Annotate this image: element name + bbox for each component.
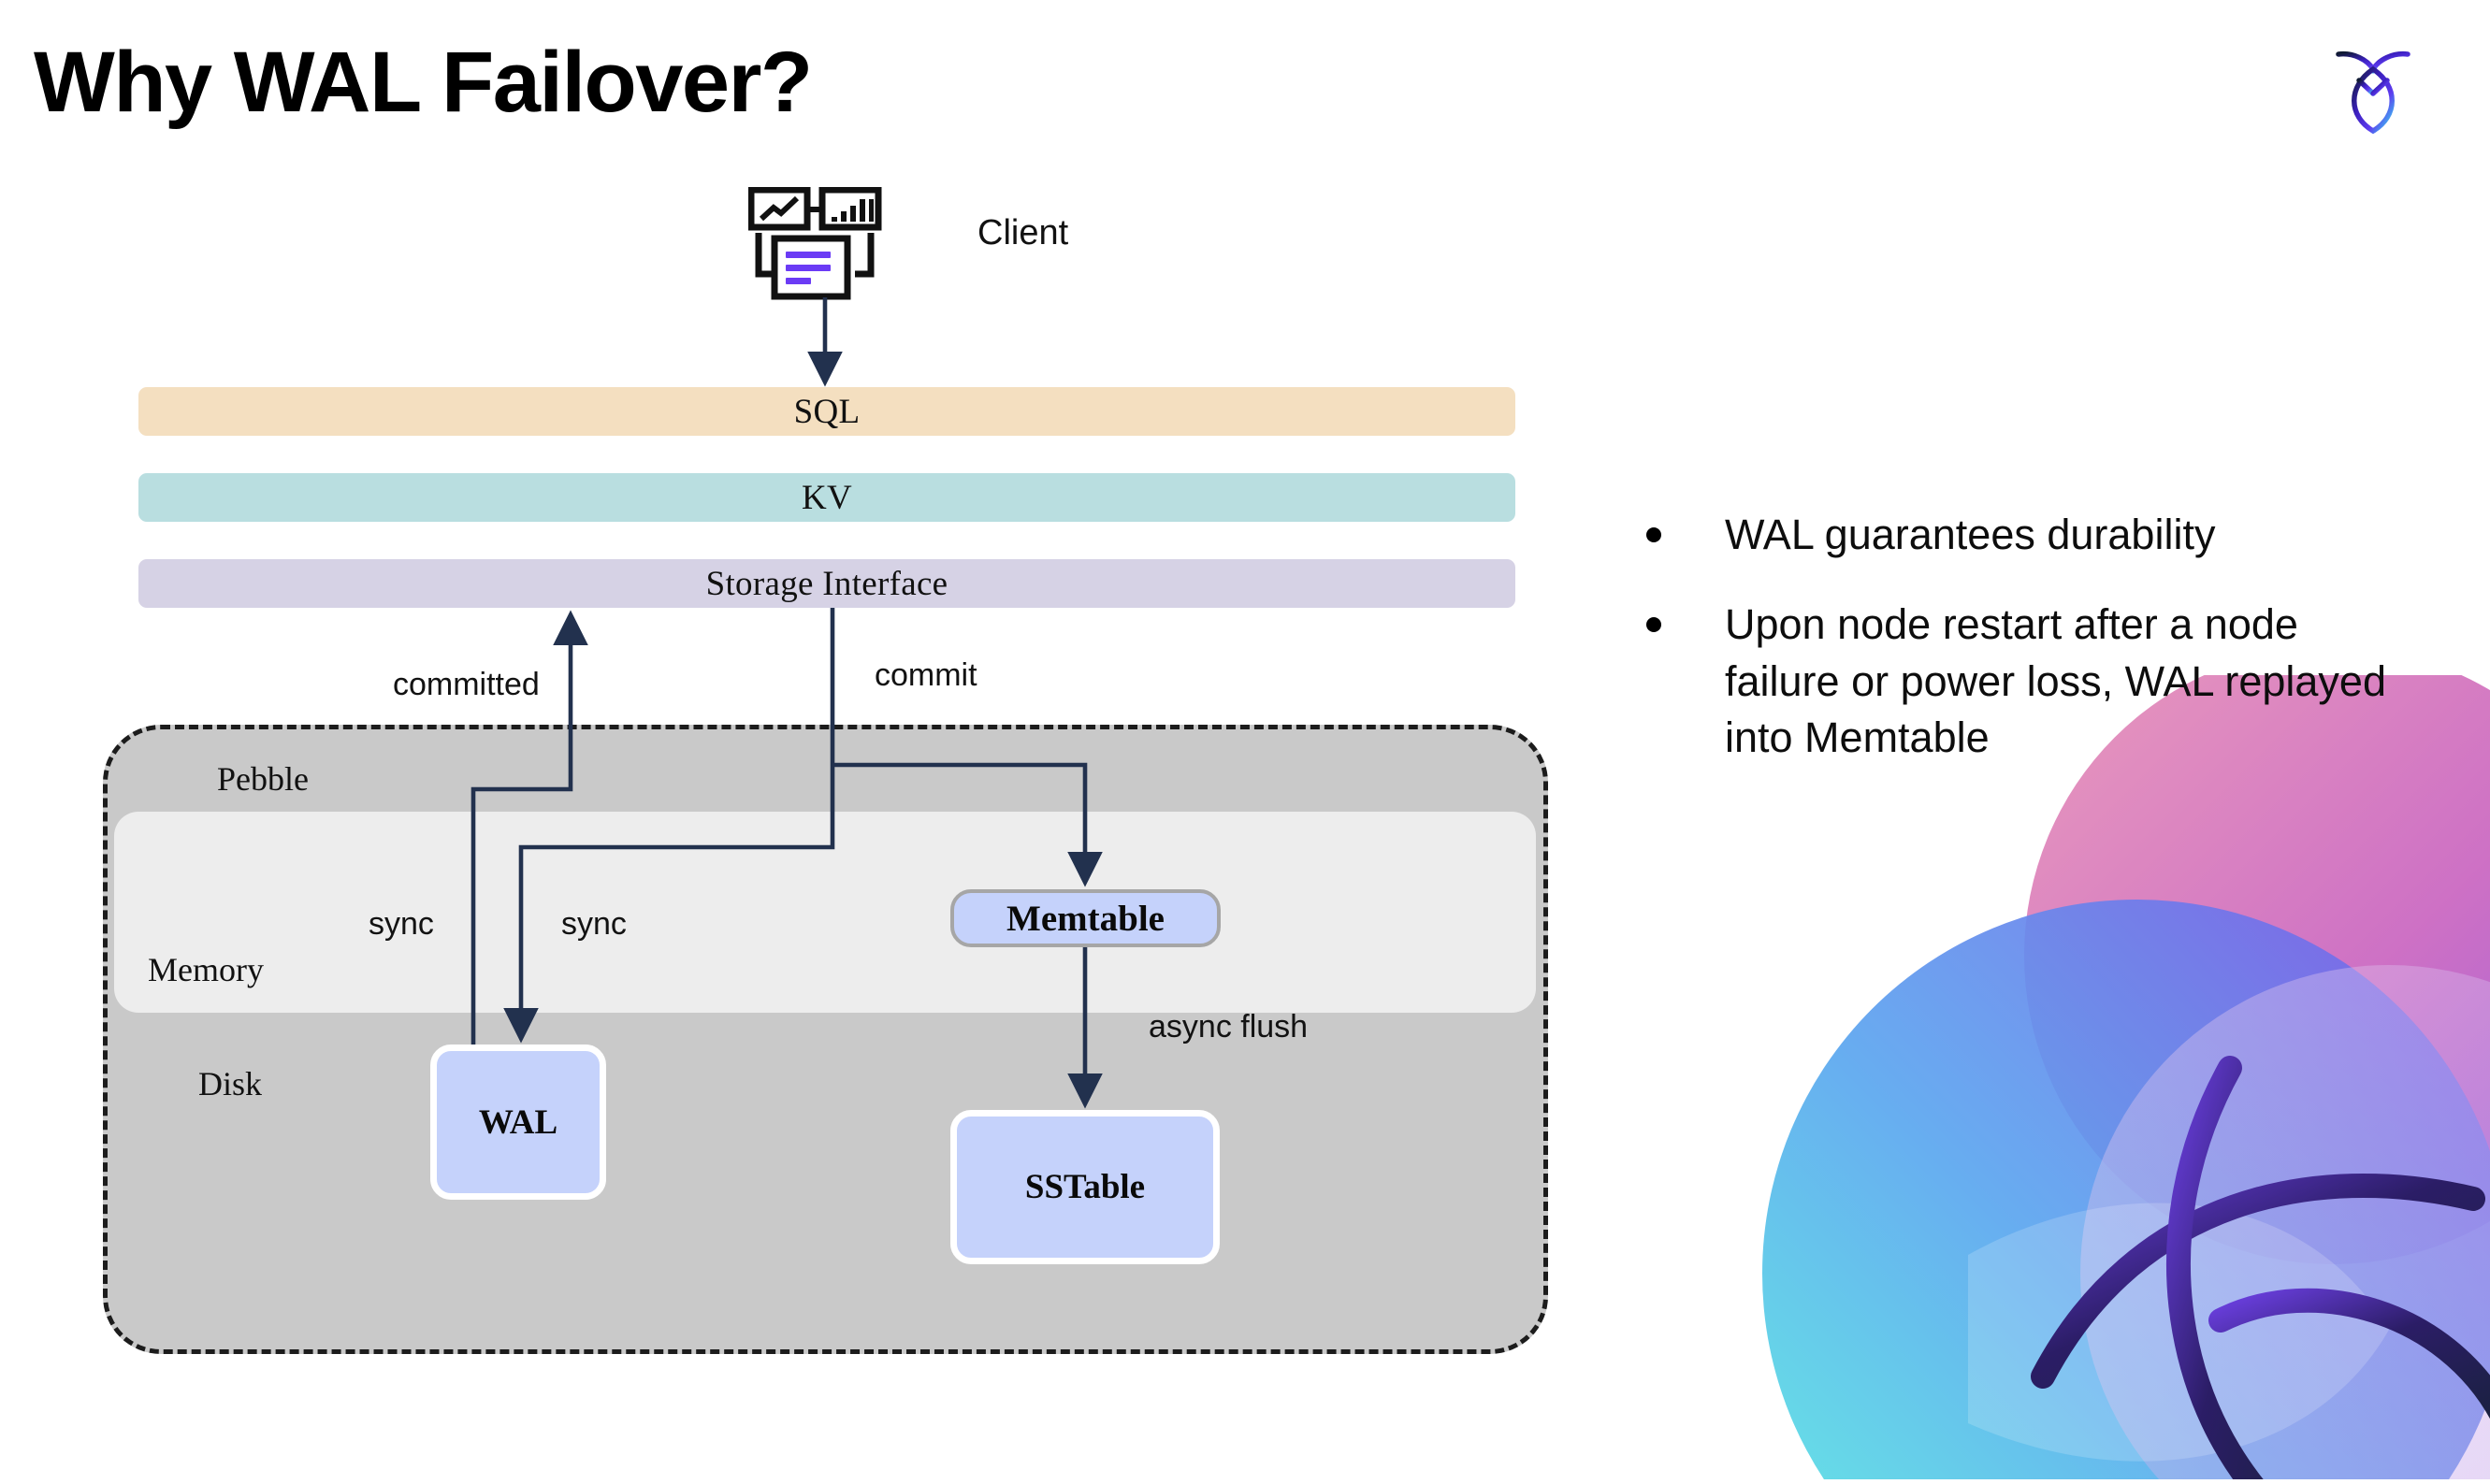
layer-bar-sql: SQL bbox=[138, 387, 1515, 436]
page-title: Why WAL Failover? bbox=[34, 35, 813, 130]
cockroachdb-logo-icon bbox=[2322, 34, 2425, 137]
bullet-text: Upon node restart after a node failure o… bbox=[1725, 600, 2386, 761]
list-item: Upon node restart after a node failure o… bbox=[1646, 597, 2413, 766]
edge-label-committed: committed bbox=[393, 667, 540, 702]
bullet-dot-icon bbox=[1646, 617, 1661, 633]
client-label: Client bbox=[977, 213, 1069, 252]
list-item: WAL guarantees durability bbox=[1646, 507, 2413, 563]
edge-label-sync-right: sync bbox=[561, 906, 627, 942]
node-memtable: Memtable bbox=[950, 889, 1221, 947]
bullet-dot-icon bbox=[1646, 527, 1661, 542]
pebble-label: Pebble bbox=[217, 760, 309, 798]
node-wal: WAL bbox=[430, 1045, 606, 1200]
client-dashboard-icon bbox=[747, 186, 898, 309]
node-sstable: SSTable bbox=[950, 1110, 1220, 1264]
layer-bar-storage-interface: Storage Interface bbox=[138, 559, 1515, 608]
layer-bar-kv: KV bbox=[138, 473, 1515, 522]
disk-label: Disk bbox=[198, 1065, 263, 1102]
edge-label-async-flush: async flush bbox=[1149, 1009, 1309, 1045]
bullet-list: WAL guarantees durability Upon node rest… bbox=[1646, 507, 2413, 800]
edge-label-sync-left: sync bbox=[369, 906, 434, 942]
edge-label-commit: commit bbox=[875, 657, 977, 693]
bullet-text: WAL guarantees durability bbox=[1725, 511, 2216, 558]
memory-zone bbox=[114, 812, 1536, 1013]
memory-label: Memory bbox=[148, 951, 264, 988]
